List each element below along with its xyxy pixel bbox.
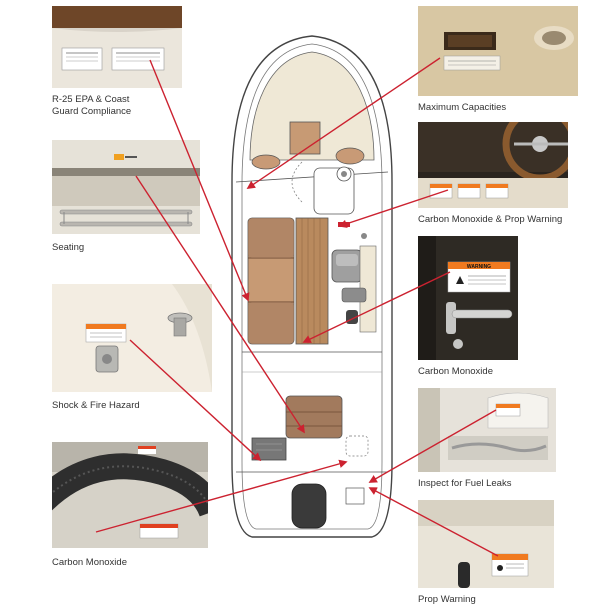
caption-epa-compliance: R-25 EPA & Coast Guard Compliance [52, 94, 132, 117]
photo-co-prop-warning [418, 122, 568, 208]
caption-shock-fire: Shock & Fire Hazard [52, 400, 140, 411]
caption-carbon-monoxide-left: Carbon Monoxide [52, 557, 127, 568]
caption-carbon-monoxide-right: Carbon Monoxide [418, 366, 493, 377]
caption-co-prop-warning: Carbon Monoxide & Prop Warning [418, 214, 563, 225]
aft-bench [285, 395, 343, 439]
caption-fuel-leaks: Inspect for Fuel Leaks [418, 478, 512, 489]
boat-deck-plan [231, 35, 393, 538]
photo-max-capacities [418, 6, 578, 96]
photo-carbon-monoxide-right: WARNING [418, 236, 518, 360]
photo-shock-fire [52, 284, 212, 392]
caption-max-capacities: Maximum Capacities [418, 102, 507, 113]
outboard-engine [291, 483, 327, 529]
sticker-warning-text: WARNING [467, 264, 491, 270]
caption-prop-warning: Prop Warning [418, 594, 476, 605]
photo-prop-warning [418, 500, 554, 588]
photo-fuel-leaks [418, 388, 556, 472]
photo-carbon-monoxide-left [52, 442, 208, 548]
teak-cockpit-floor [295, 217, 329, 345]
photo-epa-compliance [52, 6, 182, 88]
photo-seating [52, 140, 200, 234]
caption-seating: Seating [52, 242, 85, 253]
